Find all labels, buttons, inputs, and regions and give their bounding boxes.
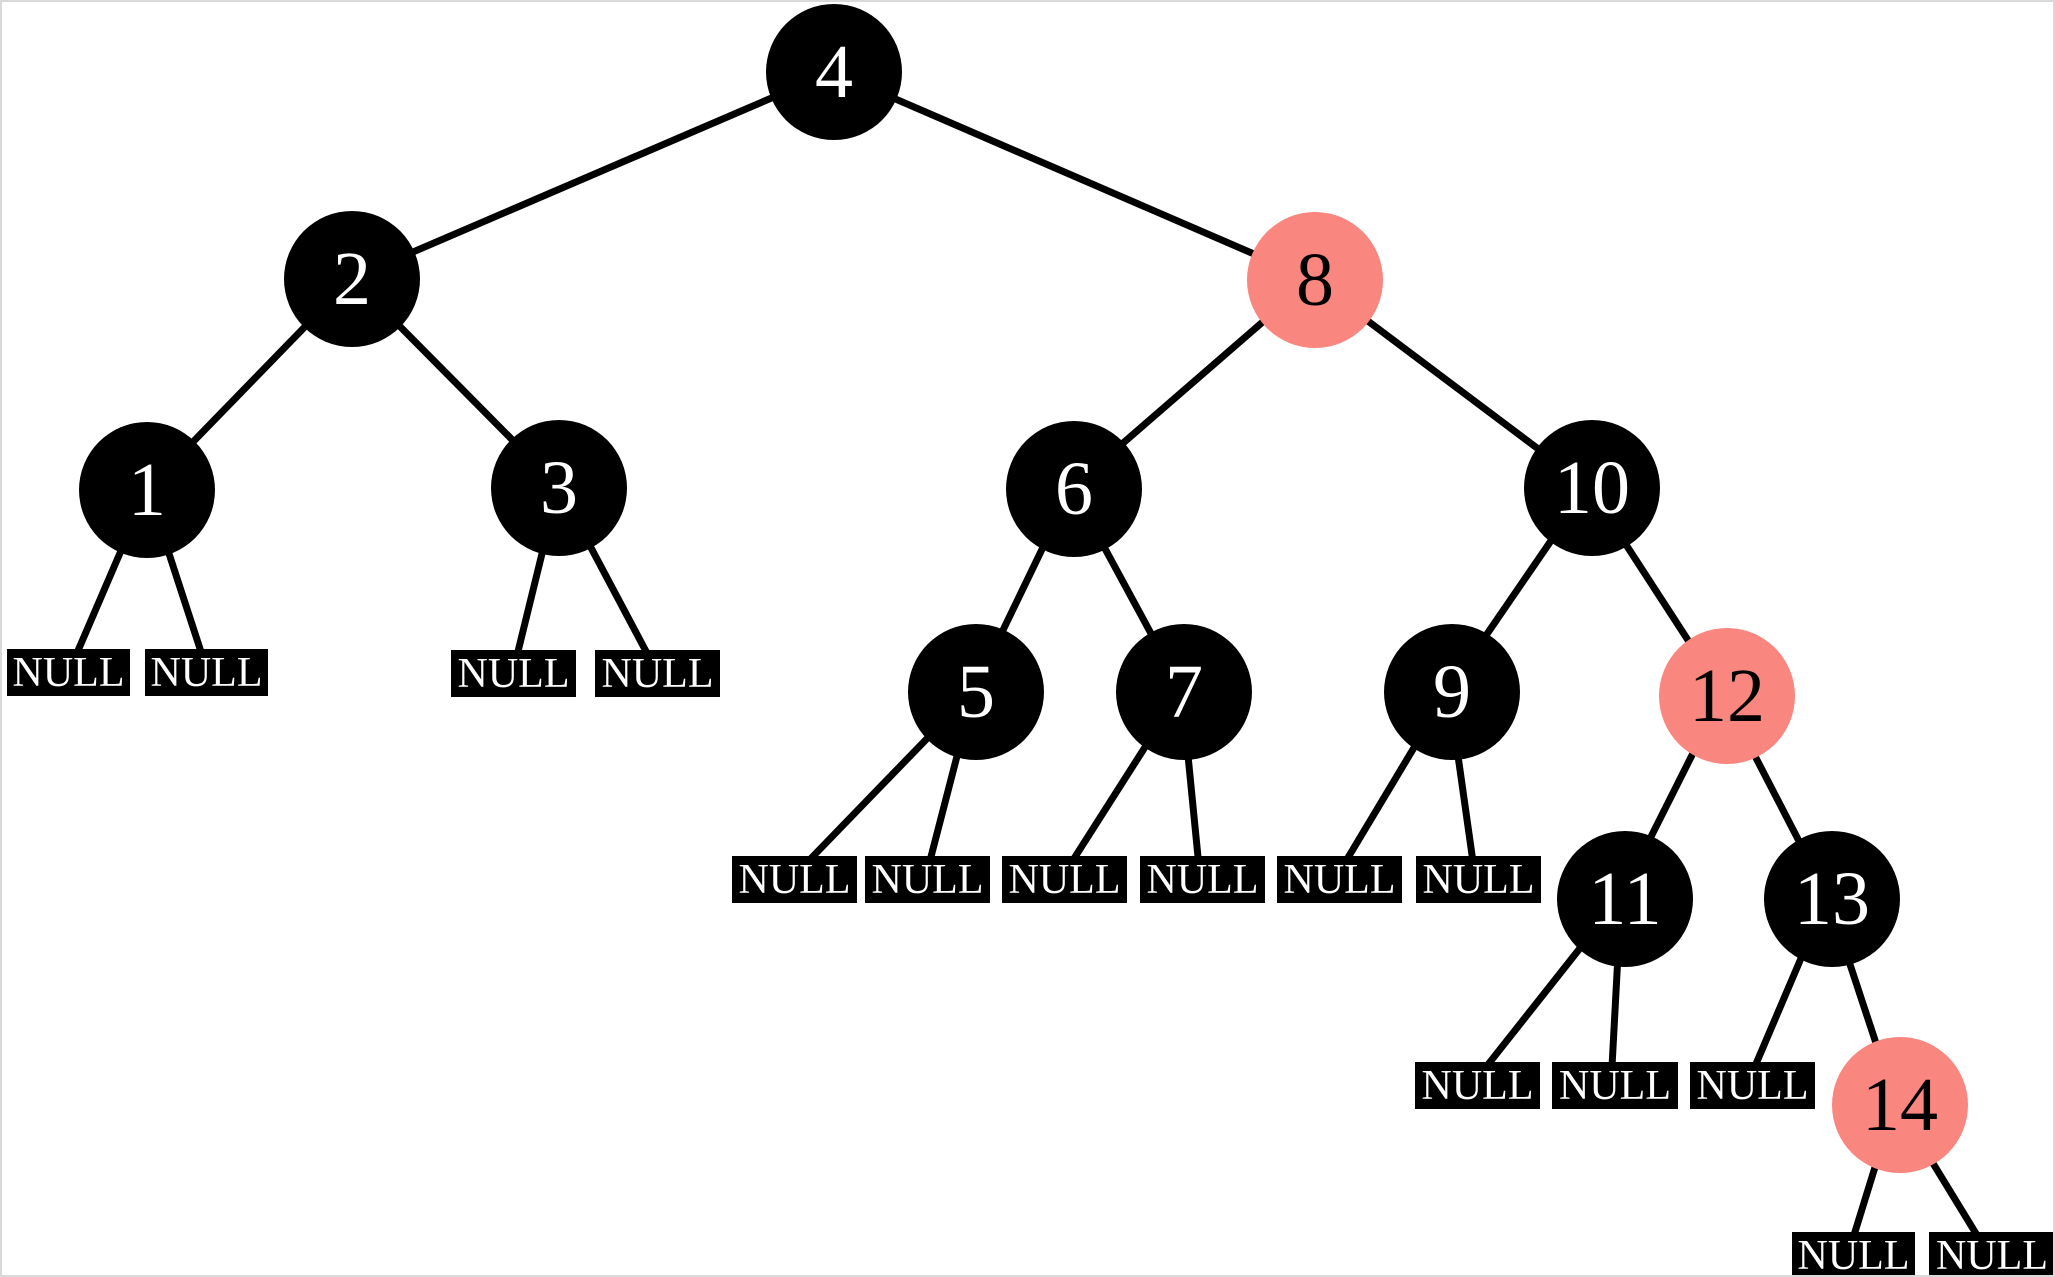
tree-node-label-10: 10 [1554,446,1630,530]
null-leaf-n3a: NULL [451,650,576,697]
tree-node-14: 14 [1832,1037,1968,1173]
null-leaf-n14a: NULL [1792,1232,1915,1277]
null-leaf-label-n7a: NULL [1008,856,1121,903]
tree-node-label-9: 9 [1433,650,1471,734]
null-leaf-n1a: NULL [7,649,130,696]
tree-node-label-8: 8 [1296,238,1334,322]
null-leaf-label-n5b: NULL [871,856,984,903]
tree-node-8: 8 [1247,212,1383,348]
null-leaf-n11a: NULL [1415,1062,1540,1109]
null-leaf-n7a: NULL [1002,856,1127,903]
tree-node-9: 9 [1384,624,1520,760]
tree-node-label-6: 6 [1055,447,1093,531]
null-leaf-n5a: NULL [732,856,857,903]
null-leaf-label-n14b: NULL [1936,1232,2048,1277]
null-leaf-n5b: NULL [865,856,990,903]
tree-node-label-5: 5 [957,650,995,734]
null-leaf-label-n7b: NULL [1146,856,1259,903]
null-leaf-label-n1a: NULL [12,649,125,696]
tree-node-3: 3 [491,420,627,556]
null-leaf-label-n3a: NULL [457,650,570,697]
tree-node-label-7: 7 [1165,650,1203,734]
tree-node-13: 13 [1764,831,1900,967]
tree-node-label-4: 4 [815,30,853,114]
tree-node-11: 11 [1557,831,1693,967]
tree-edge-4-8 [831,68,1314,283]
tree-node-label-11: 11 [1588,857,1662,941]
tree-node-2: 2 [284,211,420,347]
null-leaf-n1b: NULL [145,649,268,696]
tree-node-7: 7 [1116,624,1252,760]
null-leaf-label-n14a: NULL [1797,1232,1910,1277]
null-leaf-label-n3b: NULL [601,650,714,697]
tree-node-6: 6 [1006,421,1142,557]
tree-node-label-3: 3 [540,446,578,530]
tree-node-label-1: 1 [128,448,166,532]
null-leaf-n13a: NULL [1690,1062,1815,1109]
tree-node-12: 12 [1659,628,1795,764]
null-leaf-label-n9b: NULL [1422,856,1535,903]
null-leaf-label-n5a: NULL [738,856,851,903]
tree-edge-4-2 [350,68,834,282]
tree-node-10: 10 [1524,420,1660,556]
null-leaf-label-n9a: NULL [1283,856,1396,903]
null-leaf-n11b: NULL [1552,1062,1678,1109]
tree-node-1: 1 [79,422,215,558]
null-leaf-label-n11a: NULL [1421,1062,1534,1109]
tree-node-5: 5 [908,624,1044,760]
null-leaf-label-n1b: NULL [150,649,263,696]
tree-node-label-12: 12 [1689,654,1765,738]
tree-node-label-2: 2 [333,237,371,321]
null-leaf-n9a: NULL [1277,856,1402,903]
null-leaf-n14b: NULL [1929,1232,2053,1277]
tree-node-label-14: 14 [1862,1063,1938,1147]
null-leaf-label-n13a: NULL [1696,1062,1809,1109]
null-leaf-n3b: NULL [595,650,720,697]
tree-node-4: 4 [766,4,902,140]
null-leaf-n9b: NULL [1416,856,1541,903]
null-leaf-n7b: NULL [1140,856,1265,903]
null-leaf-label-n11b: NULL [1559,1062,1671,1109]
tree-node-label-13: 13 [1794,857,1870,941]
